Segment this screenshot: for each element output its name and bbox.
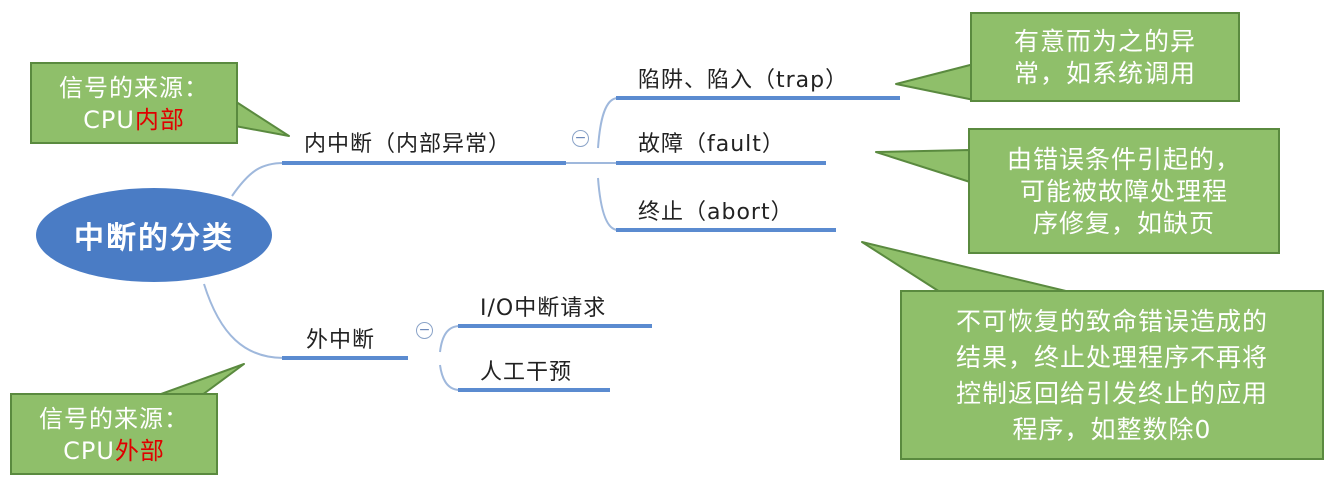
- connector-internal-abort: [597, 177, 619, 231]
- callout-trap-line: 常，如系统调用: [1013, 59, 1196, 88]
- connector-internal-trap: [597, 97, 619, 149]
- root-node[interactable]: 中断的分类: [36, 188, 272, 282]
- cpu-prefix: CPU: [63, 437, 115, 465]
- callout-internal-source: 信号的来源： CPU内部: [30, 62, 238, 144]
- internal-emphasis: 内部: [134, 106, 185, 134]
- callout-internal-source-line2: CPU内部: [32, 104, 236, 136]
- root-label: 中断的分类: [74, 221, 234, 256]
- branch-internal-label[interactable]: 内中断（内部异常）: [304, 132, 512, 157]
- node-io-request[interactable]: I/O中断请求: [480, 296, 607, 321]
- cpu-prefix: CPU: [83, 106, 135, 134]
- callout-abort-line: 程序，如整数除0: [1012, 415, 1212, 444]
- node-fault[interactable]: 故障（fault）: [638, 132, 785, 157]
- callout-fault-line: 可能被故障处理程: [1019, 177, 1228, 206]
- connector-external-io: [439, 325, 461, 353]
- callout-external-source: 信号的来源： CPU外部: [10, 393, 218, 475]
- connector-root-internal: [231, 162, 285, 197]
- connector-root-external: [203, 283, 285, 359]
- node-abort[interactable]: 终止（abort）: [638, 200, 794, 225]
- callout-abort-line: 控制返回给引发终止的应用: [955, 379, 1268, 408]
- node-trap[interactable]: 陷阱、陷入（trap）: [638, 68, 849, 93]
- callout-trap: 有意而为之的异 常，如系统调用: [970, 12, 1240, 102]
- connector-external-manual: [439, 364, 461, 391]
- collapse-external-icon[interactable]: −: [416, 322, 433, 339]
- callout-fault-line: 由错误条件引起的，: [1006, 145, 1241, 174]
- callout-external-source-line2: CPU外部: [12, 435, 216, 467]
- collapse-internal-icon[interactable]: −: [572, 130, 589, 147]
- branch-external-label[interactable]: 外中断: [306, 328, 376, 353]
- callout-abort-line: 结果，终止处理程序不再将: [955, 343, 1268, 372]
- callout-fault-line: 序修复，如缺页: [1032, 209, 1215, 238]
- callout-fault: 由错误条件引起的， 可能被故障处理程 序修复，如缺页: [968, 128, 1280, 254]
- callout-external-source-line1: 信号的来源：: [39, 405, 189, 433]
- callout-abort: 不可恢复的致命错误造成的 结果，终止处理程序不再将 控制返回给引发终止的应用 程…: [900, 290, 1324, 460]
- node-manual-intervention[interactable]: 人工干预: [480, 360, 573, 385]
- callout-internal-source-line1: 信号的来源：: [59, 74, 209, 102]
- pointer-trap: [895, 63, 975, 101]
- pointer-fault: [875, 149, 971, 183]
- callout-abort-line: 不可恢复的致命错误造成的: [955, 307, 1268, 336]
- callout-trap-line: 有意而为之的异: [1013, 27, 1196, 56]
- external-emphasis: 外部: [114, 437, 165, 465]
